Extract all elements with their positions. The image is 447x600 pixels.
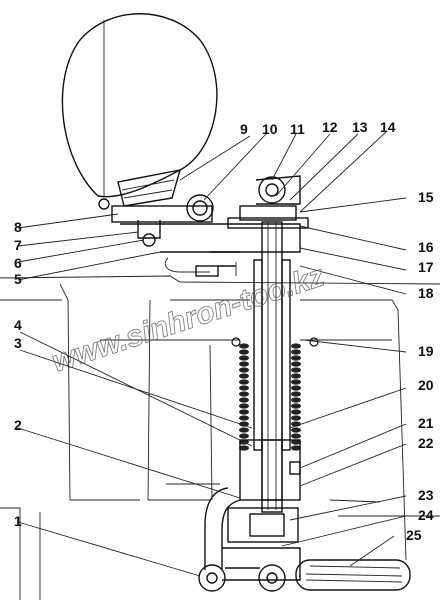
callout-8: 8	[14, 219, 22, 235]
spring-coil-right	[291, 379, 301, 385]
callout-13: 13	[352, 119, 368, 135]
spring-coil-left	[239, 385, 249, 391]
spring-coil-left	[239, 433, 249, 439]
spring-coil-right	[291, 385, 301, 391]
callout-labels: 1 2 3 4 5 6 7 8 9 10 11 12 13 14 15 16 1…	[14, 119, 434, 543]
spring-coil-left	[239, 367, 249, 373]
callout-1: 1	[14, 513, 22, 529]
spring-coil-right	[291, 433, 301, 439]
callout-7: 7	[14, 237, 22, 253]
callout-9: 9	[240, 121, 248, 137]
spring-coil-right	[291, 427, 301, 433]
lower-block	[222, 439, 301, 581]
spring-coil-left	[239, 427, 249, 433]
handle-grip	[295, 559, 411, 591]
callout-6: 6	[14, 255, 22, 271]
callout-20: 20	[418, 377, 434, 393]
lower-lever	[198, 487, 286, 592]
leader-lines	[17, 131, 407, 577]
spring-coil-right	[291, 361, 301, 367]
callout-3: 3	[14, 335, 22, 351]
callout-10: 10	[262, 121, 278, 137]
watermark-text: www.sinhron-too.kz	[48, 260, 328, 379]
spring-coil-right	[291, 343, 301, 349]
coil-springs	[231, 337, 319, 451]
pivot-bushings	[186, 175, 301, 222]
spring-coil-left	[239, 379, 249, 385]
callout-17: 17	[418, 259, 434, 275]
spring-coil-left	[239, 421, 249, 427]
callout-15: 15	[418, 189, 434, 205]
column-shaft	[253, 221, 291, 513]
spring-coil-right	[291, 415, 301, 421]
spring-coil-right	[291, 445, 301, 451]
spring-coil-left	[239, 349, 249, 355]
callout-5: 5	[14, 271, 22, 287]
spring-coil-right	[291, 397, 301, 403]
spring-coil-right	[291, 439, 301, 445]
callout-22: 22	[418, 435, 434, 451]
spring-coil-left	[239, 415, 249, 421]
spring-coil-left	[239, 409, 249, 415]
spring-coil-left	[239, 445, 249, 451]
callout-24: 24	[418, 507, 434, 523]
callout-12: 12	[322, 119, 338, 135]
spring-coil-left	[239, 391, 249, 397]
housing-body	[0, 275, 441, 600]
spring-coil-right	[291, 349, 301, 355]
callout-2: 2	[14, 417, 22, 433]
spring-coil-right	[291, 355, 301, 361]
callout-4: 4	[14, 317, 22, 333]
callout-25: 25	[406, 527, 422, 543]
spring-coil-left	[239, 373, 249, 379]
callout-18: 18	[418, 285, 434, 301]
callout-11: 11	[290, 121, 305, 137]
spring-coil-left	[239, 361, 249, 367]
callout-23: 23	[418, 487, 434, 503]
spring-coil-right	[291, 403, 301, 409]
callout-14: 14	[380, 119, 396, 135]
spring-coil-left	[239, 355, 249, 361]
spring-coil-right	[291, 409, 301, 415]
spring-coil-left	[239, 343, 249, 349]
spring-coil-right	[291, 391, 301, 397]
callout-16: 16	[418, 239, 434, 255]
spring-coil-right	[291, 373, 301, 379]
headlamp	[61, 13, 218, 210]
spring-coil-left	[239, 397, 249, 403]
spring-coil-left	[239, 403, 249, 409]
spring-coil-right	[291, 367, 301, 373]
callout-19: 19	[418, 343, 434, 359]
spring-seat-ring	[231, 337, 241, 347]
spring-seat-ring	[309, 337, 319, 347]
callout-21: 21	[418, 415, 434, 431]
